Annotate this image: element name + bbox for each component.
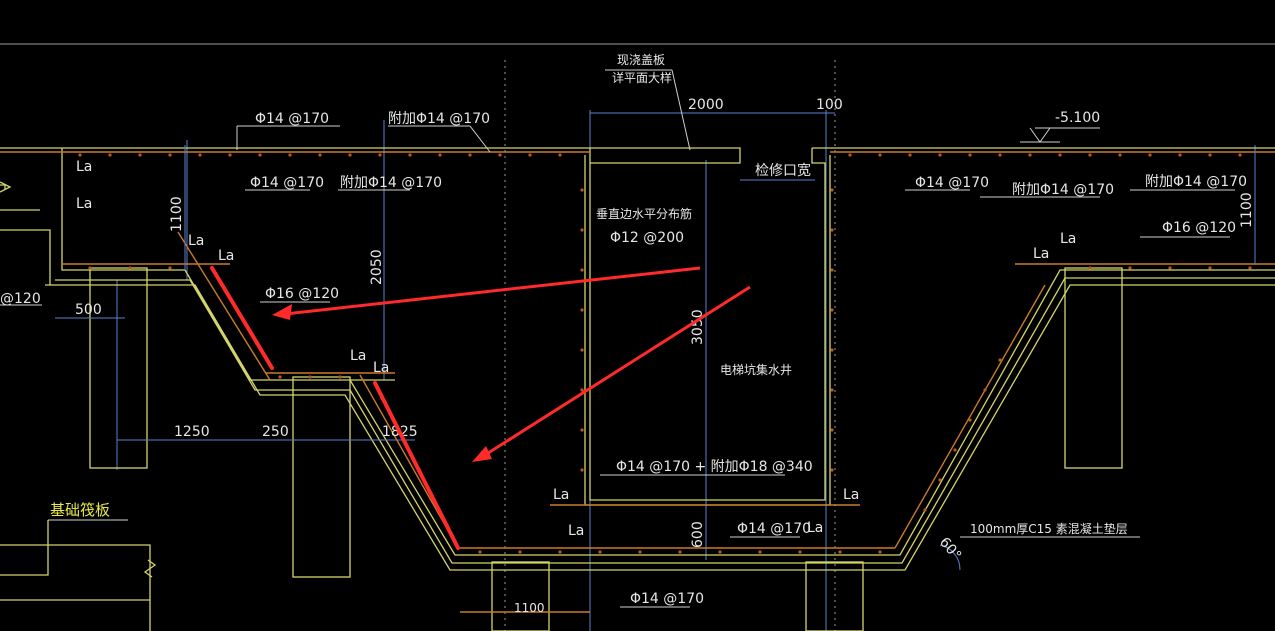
cushion-label: 100mm厚C15 素混凝土垫层 [970,521,1128,536]
rebar-mid-left-1: Φ14 @170 [250,175,324,191]
bottom-rebar-3: Φ14 @170 [630,591,704,607]
rebar-top-left: Φ14 @170 [255,111,329,127]
la-label: La [843,487,859,503]
rebar-dots [78,153,1252,554]
dim-1100-right: 1100 [1239,192,1255,228]
la-label: La [76,159,92,175]
la-label: La [807,520,823,536]
rebar-add-top-left: 附加Φ14 @170 [388,111,490,127]
break-marks [0,181,157,578]
drawing-text: 现浇盖板 详平面大样 2000 100 -5.100 检修口宽 Φ14 @170… [0,53,1255,615]
red-arrow-upper-head [272,304,292,320]
dim-250: 250 [262,424,289,440]
la-label: La [1033,246,1049,262]
bottom-rebar: Φ14 @170 + 附加Φ18 @340 [616,459,813,475]
red-highlight-lower-slope [373,381,460,550]
dim-1100-left: 1100 [169,196,185,232]
concrete-section [0,147,1275,631]
red-arrow-lower [484,285,751,457]
rebar-right-2: 附加Φ14 @170 [1012,182,1114,198]
dim-1250: 1250 [174,424,210,440]
dim-500: 500 [75,302,102,318]
dim-2050: 2050 [369,249,385,285]
la-label: La [373,360,389,376]
dim-2000: 2000 [688,97,724,113]
rebar-left-edge: @120 [0,291,41,307]
piles [89,267,1123,631]
red-arrow-upper [284,266,701,316]
wall-dist-1: 垂直边水平分布筋 [596,206,692,221]
red-highlight-upper-slope [210,266,274,370]
dim-1100-bottom: 1100 [514,601,545,615]
la-label: La [568,523,584,539]
inspection-width: 检修口宽 [755,162,811,179]
angle-label: 60° [936,534,964,563]
la-label: La [350,348,366,364]
la-label: La [553,487,569,503]
la-label: La [188,233,204,249]
rebar-right-3: 附加Φ14 @170 [1145,174,1247,190]
red-annotations [210,266,751,550]
elevation-label: -5.100 [1055,110,1100,126]
la-label: La [218,248,234,264]
top-note-1: 现浇盖板 [617,53,665,67]
top-note-2: 详平面大样 [612,70,672,85]
dim-600: 600 [690,521,706,548]
reference-lines [116,60,1256,631]
rebar-right-4: Φ16 @120 [1162,220,1236,236]
dimension-lines [0,69,1256,613]
wall-dist-2: Φ12 @200 [610,230,684,246]
pit-name: 电梯坑集水井 [720,362,792,377]
la-label: La [1060,231,1076,247]
rebar-mid-left-2: 附加Φ14 @170 [340,175,442,191]
red-arrow-lower-head [472,446,492,462]
rebar-right-1: Φ14 @170 [915,175,989,191]
raft-label: 基础筏板 [50,501,110,519]
dim-100: 100 [816,97,843,113]
rebar-slope-left: Φ16 @120 [265,286,339,302]
la-label: La [76,196,92,212]
bottom-rebar-2: Φ14 @170 [737,521,811,537]
